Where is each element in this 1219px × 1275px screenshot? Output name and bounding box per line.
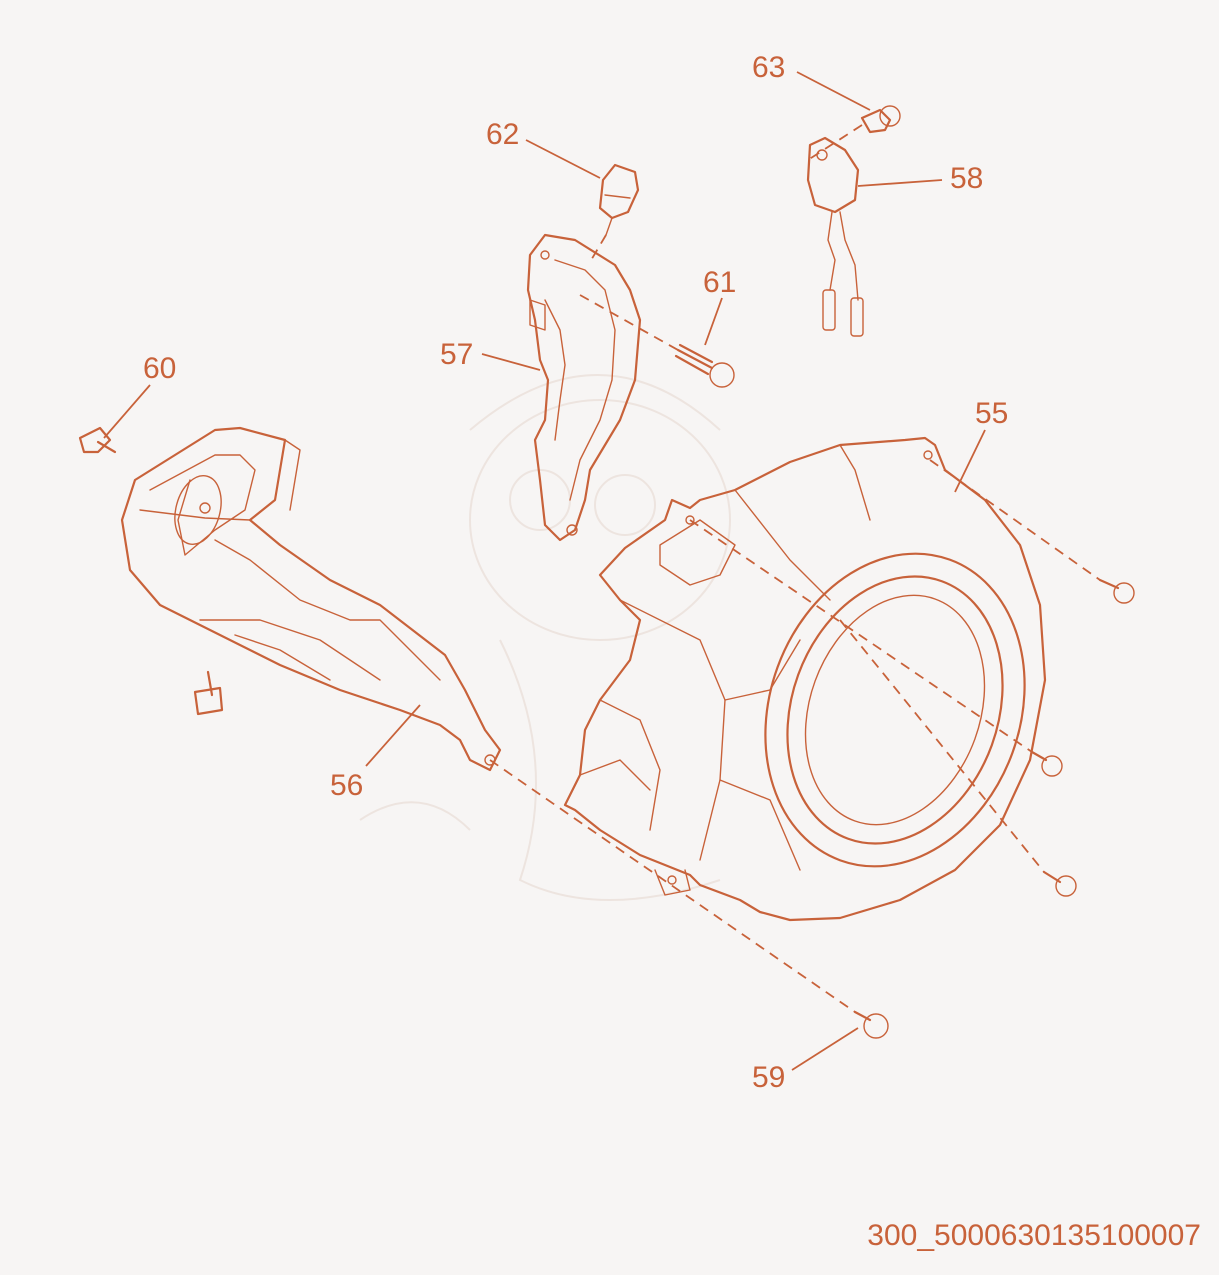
bolt-60	[78, 426, 117, 454]
callout-labels: 63 62 58 61 57 60 55 56 59	[143, 51, 1008, 1094]
assembly-lines	[489, 124, 1101, 1013]
bolt-61	[674, 343, 735, 388]
callout-59: 59	[752, 1061, 785, 1094]
drawing-code: 300_5000630135100007	[867, 1219, 1201, 1252]
part-55-fan-housing	[563, 436, 1047, 922]
part-56-air-guide	[120, 426, 502, 772]
part-57-shroud	[526, 233, 642, 542]
callout-56: 56	[330, 769, 363, 802]
bolt-upper-right	[1098, 578, 1135, 604]
leader-lines	[103, 71, 986, 1071]
callout-62: 62	[486, 118, 519, 151]
part-58-module	[806, 136, 864, 337]
callout-60: 60	[143, 352, 176, 385]
bolt-loose	[193, 670, 224, 716]
callout-63: 63	[752, 51, 785, 84]
bolt-lower-right	[1042, 870, 1077, 897]
bolt-63	[860, 105, 901, 134]
callout-55: 55	[975, 397, 1008, 430]
bolt-middle-right	[1030, 750, 1063, 777]
callout-61: 61	[703, 266, 736, 299]
part-62-switch	[598, 163, 640, 236]
watermark-mascot	[359, 374, 731, 901]
callout-58: 58	[950, 162, 983, 195]
bolt-59	[853, 1010, 889, 1039]
callout-57: 57	[440, 338, 473, 371]
